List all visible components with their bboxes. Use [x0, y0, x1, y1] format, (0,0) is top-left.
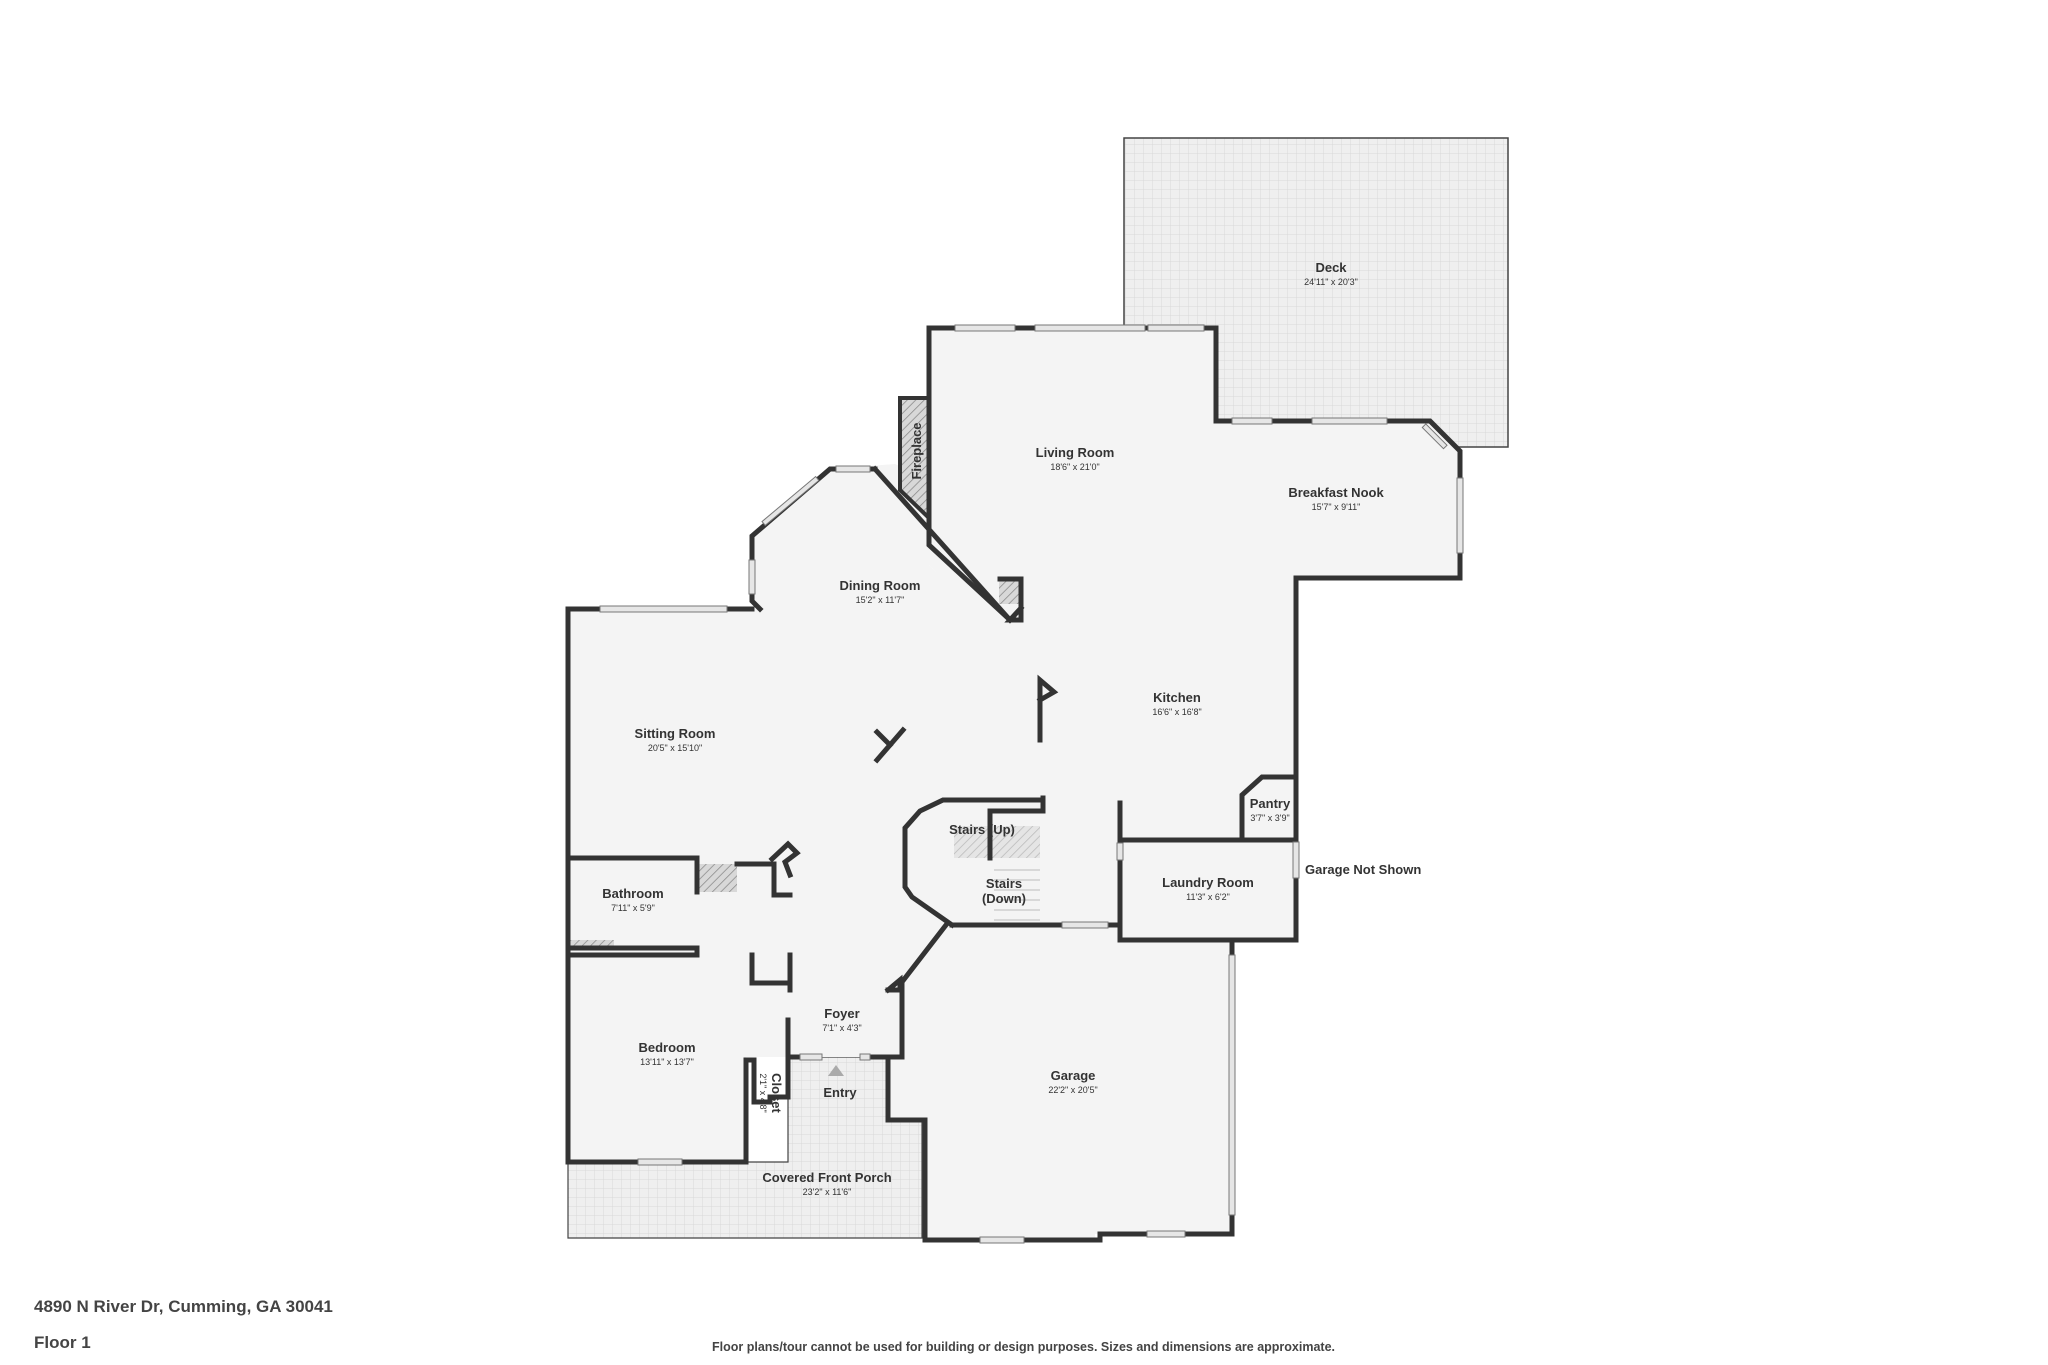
breakfast-nook-dim: 15'7" x 9'11"	[1312, 502, 1361, 512]
label-pantry: Pantry 3'7" x 3'9"	[1250, 796, 1291, 823]
floor-area	[568, 328, 1460, 1240]
floor-label: Floor 1	[34, 1333, 91, 1352]
property-address: 4890 N River Dr, Cumming, GA 30041	[34, 1297, 333, 1316]
disclaimer: Floor plans/tour cannot be used for buil…	[712, 1340, 1336, 1354]
stair-treads	[994, 869, 1040, 921]
label-bathroom: Bathroom 7'11" x 5'9"	[602, 886, 663, 913]
label-fireplace: Fireplace	[909, 422, 924, 479]
hatch-bath-closet	[697, 864, 737, 892]
bathroom-name: Bathroom	[602, 886, 663, 901]
entry-name: Entry	[823, 1085, 857, 1100]
label-stairs-down: Stairs (Down)	[982, 876, 1026, 906]
entry-arrow-icon	[828, 1065, 844, 1076]
deck-dim: 24'11" x 20'3"	[1304, 277, 1358, 287]
label-living-room: Living Room 18'6" x 21'0"	[1036, 445, 1115, 472]
garage-dim: 22'2" x 20'5"	[1048, 1085, 1097, 1095]
garage-name: Garage	[1051, 1068, 1096, 1083]
sitting-room-dim: 20'5" x 15'10"	[648, 743, 702, 753]
pantry-name: Pantry	[1250, 796, 1291, 811]
deck-name: Deck	[1315, 260, 1347, 275]
closet-name: Closet	[769, 1073, 784, 1113]
breakfast-nook-name: Breakfast Nook	[1288, 485, 1384, 500]
laundry-room-dim: 11'3" x 6'2"	[1186, 892, 1230, 902]
foyer-name: Foyer	[824, 1006, 859, 1021]
hatch-dining-pillar	[999, 580, 1021, 604]
stairs-up-name: Stairs (Up)	[949, 822, 1015, 837]
label-sitting-room: Sitting Room 20'5" x 15'10"	[635, 726, 716, 753]
label-closet: Closet 2'1" x 4'8"	[758, 1073, 784, 1113]
label-dining-room: Dining Room 15'2" x 11'7"	[840, 578, 921, 605]
living-room-dim: 18'6" x 21'0"	[1050, 462, 1099, 472]
label-garage-not-shown: Garage Not Shown	[1305, 862, 1421, 877]
label-laundry-room: Laundry Room 11'3" x 6'2"	[1162, 875, 1254, 902]
bedroom-dim: 13'11" x 13'7"	[640, 1057, 694, 1067]
label-deck: Deck 24'11" x 20'3"	[1304, 260, 1358, 287]
garage-not-shown-note: Garage Not Shown	[1305, 862, 1421, 877]
sitting-room-name: Sitting Room	[635, 726, 716, 741]
kitchen-name: Kitchen	[1153, 690, 1201, 705]
hatch-stairs	[954, 826, 1040, 858]
porch-dim: 23'2" x 11'6"	[803, 1187, 852, 1197]
bedroom-name: Bedroom	[638, 1040, 695, 1055]
closet-dim: 2'1" x 4'8"	[758, 1073, 768, 1112]
stairs-down-line2: (Down)	[982, 891, 1026, 906]
label-bedroom: Bedroom 13'11" x 13'7"	[638, 1040, 695, 1067]
label-garage: Garage 22'2" x 20'5"	[1048, 1068, 1097, 1095]
foyer-dim: 7'1" x 4'3"	[822, 1023, 861, 1033]
label-stairs-up: Stairs (Up)	[949, 822, 1015, 837]
label-covered-porch: Covered Front Porch 23'2" x 11'6"	[762, 1170, 891, 1197]
living-room-name: Living Room	[1036, 445, 1115, 460]
dining-room-name: Dining Room	[840, 578, 921, 593]
bathroom-dim: 7'11" x 5'9"	[611, 903, 655, 913]
windows	[599, 324, 1464, 1244]
pantry-dim: 3'7" x 3'9"	[1250, 813, 1289, 823]
dining-room-dim: 15'2" x 11'7"	[856, 595, 905, 605]
label-foyer: Foyer 7'1" x 4'3"	[822, 1006, 861, 1033]
porch-name: Covered Front Porch	[762, 1170, 891, 1185]
label-kitchen: Kitchen 16'6" x 16'8"	[1152, 690, 1201, 717]
label-entry: Entry	[823, 1085, 857, 1100]
kitchen-dim: 16'6" x 16'8"	[1152, 707, 1201, 717]
fireplace-name: Fireplace	[909, 422, 924, 479]
laundry-room-name: Laundry Room	[1162, 875, 1254, 890]
label-breakfast-nook: Breakfast Nook 15'7" x 9'11"	[1288, 485, 1384, 512]
hatch-bath-wall	[570, 940, 614, 948]
stairs-down-line1: Stairs	[986, 876, 1022, 891]
